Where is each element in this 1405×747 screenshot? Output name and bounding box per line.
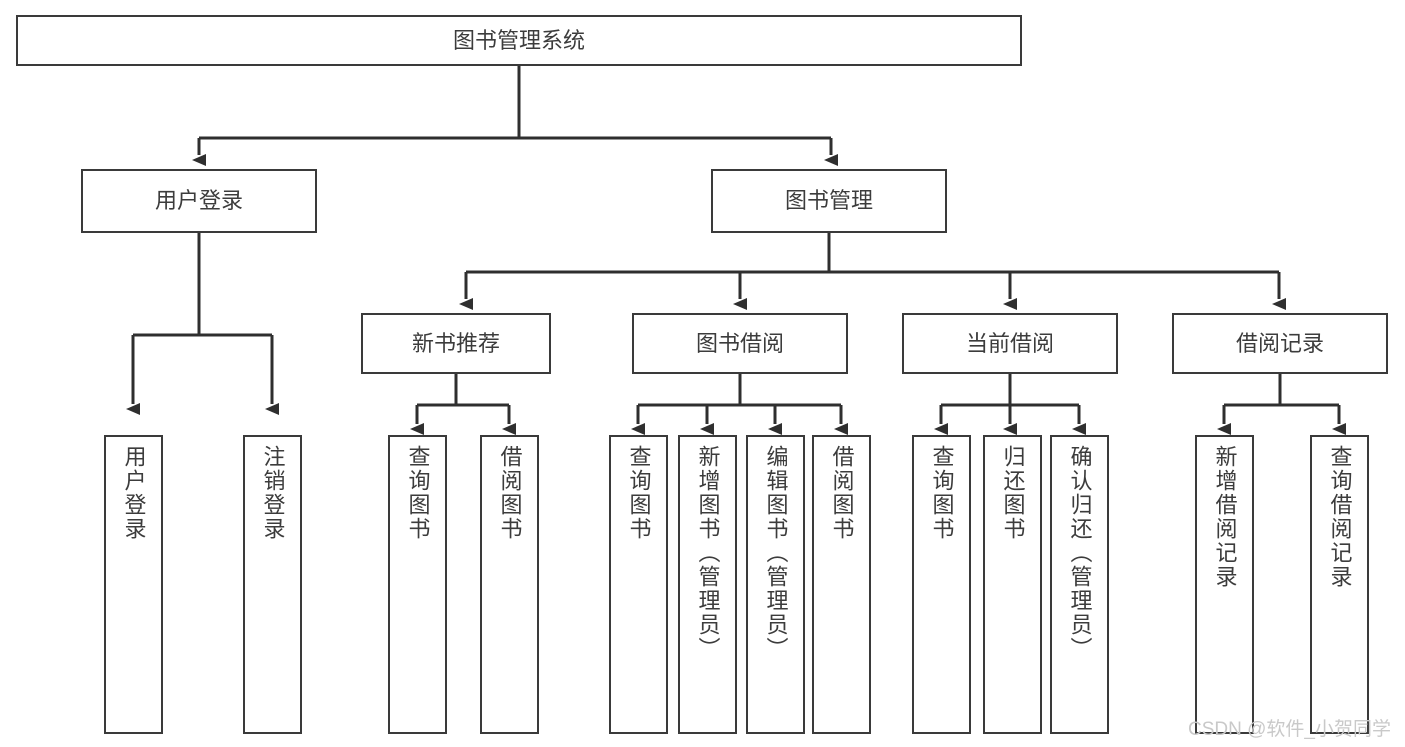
node-new-book-recommend[interactable]: 新书推荐 [361,313,551,374]
node-leaf-add-book[interactable]: 新增图书（管理员） [678,435,737,734]
node-leaf-return-book-label: 归还图书 [1000,445,1026,541]
node-leaf-query-book-2-label: 查询图书 [626,445,652,541]
node-leaf-add-borrow-record[interactable]: 新增借阅记录 [1195,435,1254,734]
node-book-borrow[interactable]: 图书借阅 [632,313,848,374]
node-leaf-query-borrow-record[interactable]: 查询借阅记录 [1310,435,1369,734]
node-leaf-user-login-label: 用户登录 [121,445,147,541]
watermark: CSDN @软件_小贺同学 [1188,719,1391,740]
node-borrow-record-label: 借阅记录 [1235,330,1324,356]
node-book-management[interactable]: 图书管理 [711,169,947,233]
node-new-book-recommend-label: 新书推荐 [411,330,500,356]
node-leaf-borrow-book-1[interactable]: 借阅图书 [480,435,539,734]
node-leaf-borrow-book-2-label: 借阅图书 [829,445,855,541]
node-leaf-query-book-1-label: 查询图书 [405,445,431,541]
node-leaf-logout-login[interactable]: 注销登录 [243,435,302,734]
node-leaf-query-book-1[interactable]: 查询图书 [388,435,447,734]
node-leaf-query-book-3[interactable]: 查询图书 [912,435,971,734]
node-leaf-add-book-label: 新增图书（管理员） [695,445,721,661]
node-leaf-user-login[interactable]: 用户登录 [104,435,163,734]
node-leaf-query-book-2[interactable]: 查询图书 [609,435,668,734]
node-user-login[interactable]: 用户登录 [81,169,317,233]
node-leaf-edit-book-label: 编辑图书（管理员） [763,445,789,661]
node-leaf-logout-login-label: 注销登录 [260,445,286,541]
node-leaf-add-borrow-record-label: 新增借阅记录 [1212,445,1238,589]
node-leaf-confirm-return[interactable]: 确认归还（管理员） [1050,435,1109,734]
node-root[interactable]: 图书管理系统 [16,15,1022,66]
node-leaf-return-book[interactable]: 归还图书 [983,435,1042,734]
node-leaf-borrow-book-1-label: 借阅图书 [497,445,523,541]
node-book-borrow-label: 图书借阅 [695,330,784,356]
node-book-management-label: 图书管理 [784,188,873,214]
node-leaf-query-borrow-record-label: 查询借阅记录 [1327,445,1353,589]
node-leaf-borrow-book-2[interactable]: 借阅图书 [812,435,871,734]
node-root-label: 图书管理系统 [452,27,585,53]
node-leaf-query-book-3-label: 查询图书 [929,445,955,541]
node-leaf-confirm-return-label: 确认归还（管理员） [1067,445,1093,661]
node-user-login-label: 用户登录 [154,188,243,214]
node-current-borrow-label: 当前借阅 [965,330,1054,356]
node-borrow-record[interactable]: 借阅记录 [1172,313,1388,374]
node-current-borrow[interactable]: 当前借阅 [902,313,1118,374]
node-leaf-edit-book[interactable]: 编辑图书（管理员） [746,435,805,734]
